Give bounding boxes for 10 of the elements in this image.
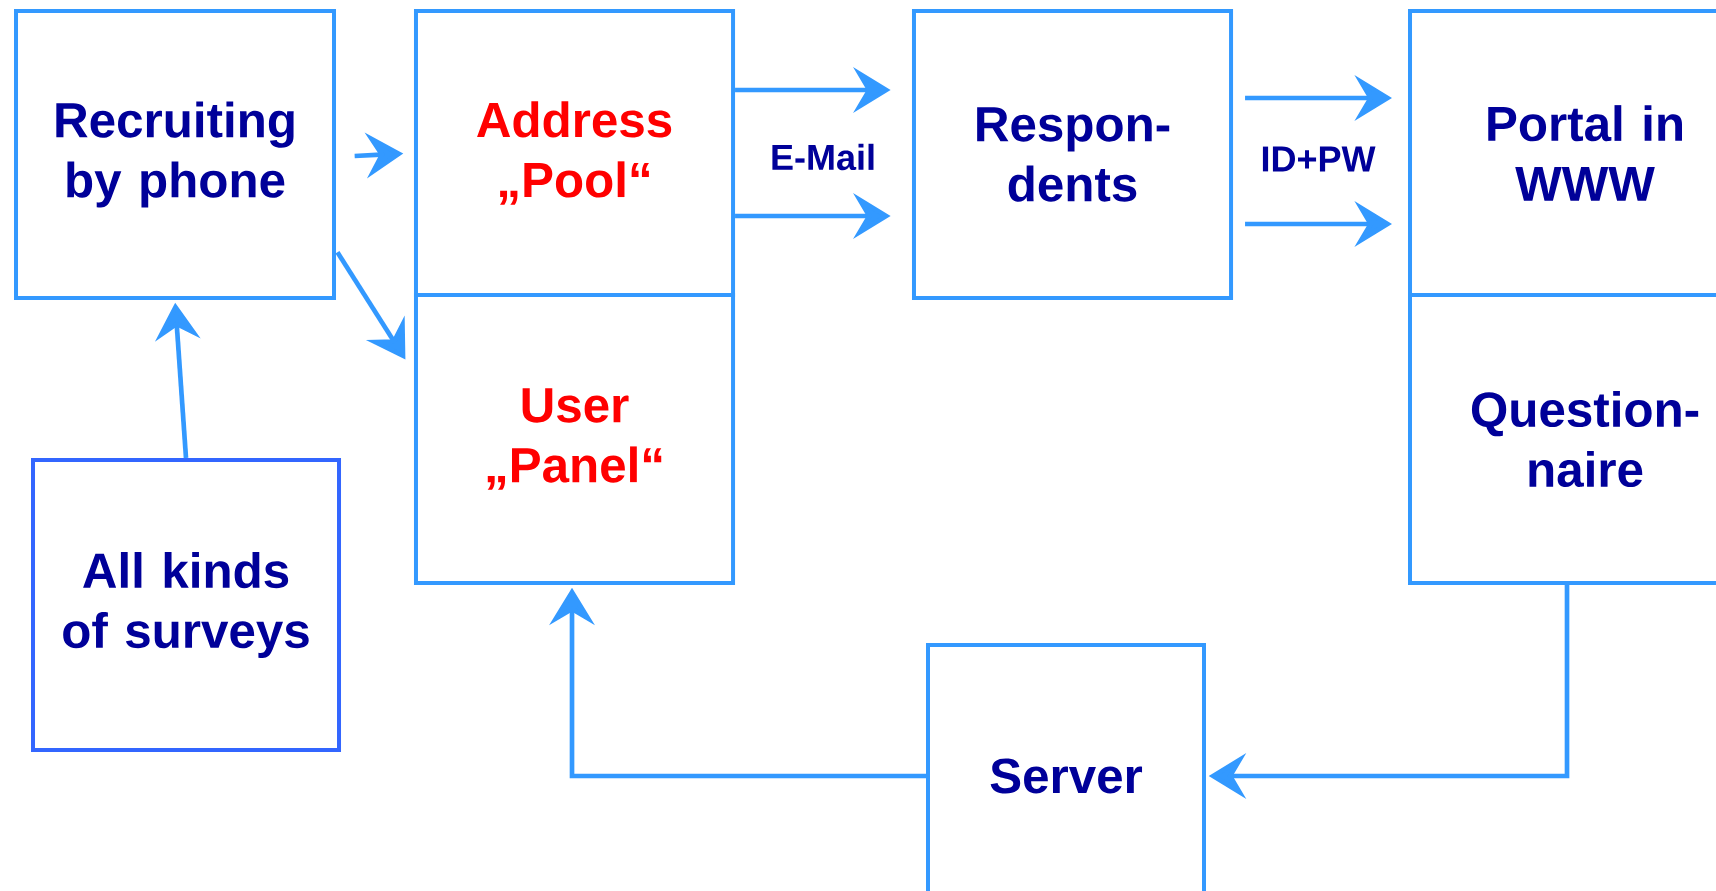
text-box: Question- naire: [1408, 293, 1716, 585]
text-box: Respon- dents: [912, 9, 1234, 300]
text-box: Address „Pool“: [414, 9, 736, 297]
text-box: All kinds of surveys: [31, 458, 341, 752]
server-box: Server: [926, 643, 1206, 891]
text-box: Portal in WWW: [1408, 9, 1716, 297]
edge-label: ID+PW: [1257, 143, 1379, 175]
text-box: User „Panel“: [414, 293, 736, 585]
text-box: Recruiting by phone: [14, 9, 336, 300]
edge-label: E-Mail: [767, 141, 879, 173]
